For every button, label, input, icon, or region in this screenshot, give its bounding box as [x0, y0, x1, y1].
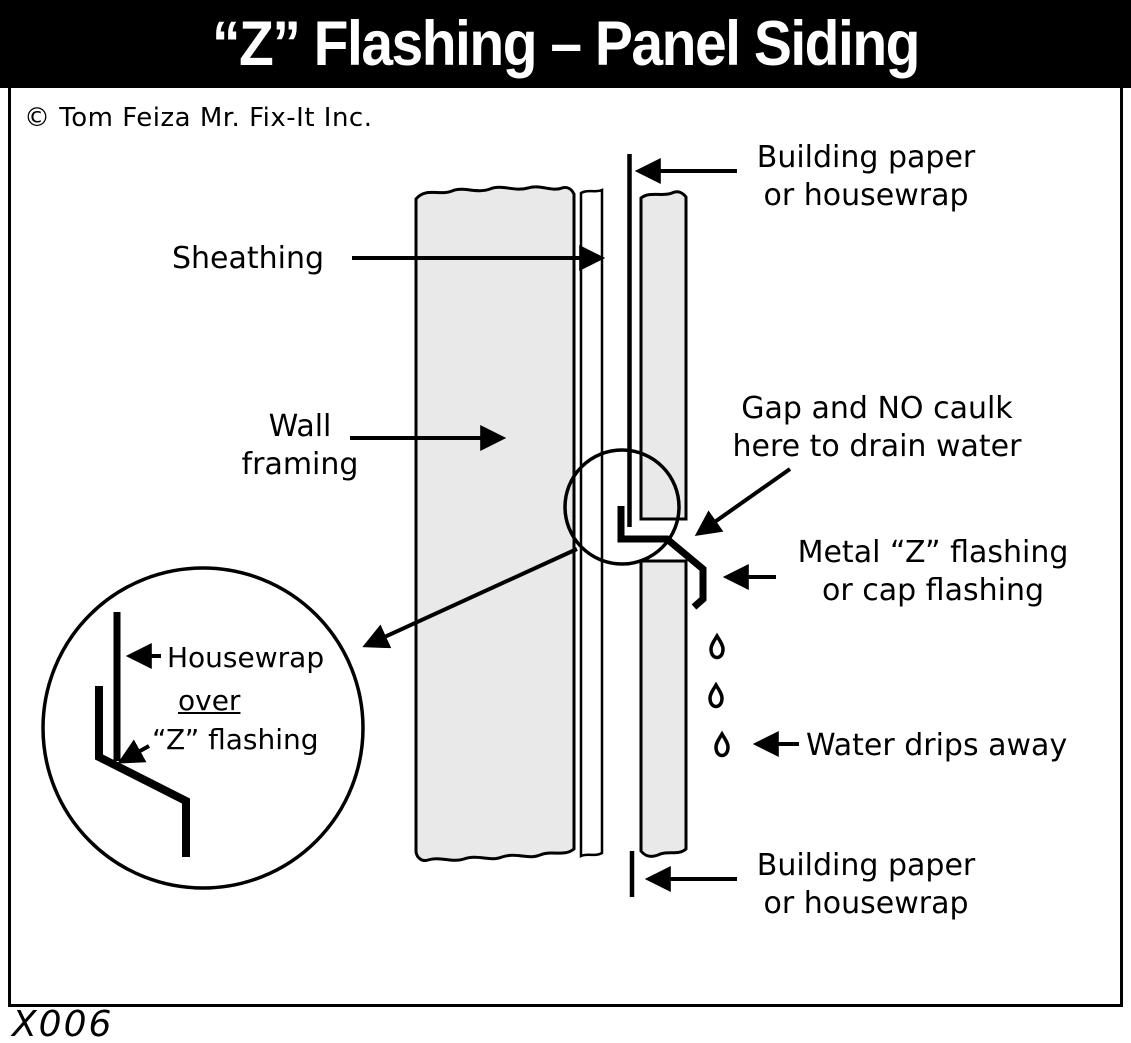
z-flashing-shape: [617, 506, 707, 610]
title-bar: “Z” Flashing – Panel Siding: [0, 0, 1131, 88]
copyright-text: © Tom Feiza Mr. Fix-It Inc.: [24, 103, 373, 133]
label-water-drips: Water drips away: [806, 728, 1068, 763]
wall-framing-shape: [414, 185, 576, 862]
label-sheathing: Sheathing: [172, 241, 325, 276]
upper-siding-panel-shape: [639, 190, 688, 521]
label-wall-framing: Wall framing: [241, 409, 359, 483]
lower-siding-panel-shape: [639, 559, 688, 858]
label-detail-housewrap: Housewrap: [167, 641, 325, 674]
label-detail-z-flashing: “Z” flashing: [152, 723, 319, 756]
detail-circle: [41, 566, 365, 890]
water-droplet: [709, 632, 725, 660]
page-title: “Z” Flashing – Panel Siding: [212, 8, 920, 80]
water-droplet: [708, 681, 724, 709]
label-building-paper-top: Building paper or housewrap: [756, 140, 976, 214]
label-metal-z-flashing: Metal “Z” flashing or cap flashing: [797, 535, 1069, 609]
sheathing-shape: [579, 188, 604, 858]
arrow-gap-no-caulk: [694, 467, 792, 536]
detail-z-flashing-shape: [95, 686, 190, 857]
diagram-frame: [8, 88, 1123, 1007]
label-building-paper-bottom: Building paper or housewrap: [756, 848, 976, 922]
arrow-detail-z-flashing: [117, 739, 150, 764]
figure-id: X006: [12, 1004, 114, 1043]
arrow-detail-connector: [362, 547, 578, 649]
label-detail-over: over: [178, 684, 241, 717]
label-gap-no-caulk: Gap and NO caulk here to drain water: [732, 391, 1022, 465]
magnifier-circle: [563, 448, 681, 566]
water-droplet: [714, 730, 730, 758]
